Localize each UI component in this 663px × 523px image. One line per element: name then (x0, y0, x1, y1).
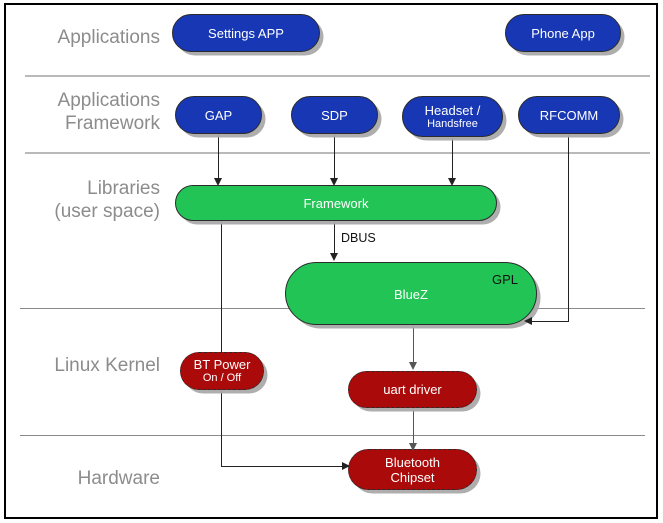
layer-label-applications: Applications (57, 27, 160, 48)
node-framework[interactable]: Framework (175, 185, 497, 221)
node-settings-app[interactable]: Settings APP (172, 14, 320, 52)
layer-label-applications-framework: Applications Framework (57, 90, 160, 134)
node-bluez[interactable]: GPL BlueZ (285, 262, 537, 325)
node-phone-app-label: Phone App (531, 25, 595, 41)
node-gap[interactable]: GAP (175, 96, 262, 134)
edge-framework-to-chipset-vertical (221, 220, 222, 466)
edge-bluez-to-uart-arrowhead (408, 362, 417, 370)
edge-bluez-to-uart (413, 325, 414, 365)
node-bt-power-label-line2: On / Off (202, 372, 242, 384)
edge-rfcomm-to-bluez-arrowhead (524, 316, 532, 325)
edge-sdp-to-framework (334, 132, 335, 182)
edge-rfcomm-to-bluez-horizontal (530, 321, 569, 322)
edge-gap-to-framework-arrowhead (213, 178, 222, 186)
edge-framework-to-chipset-arrowhead (342, 461, 350, 470)
divider-linux-kernel (20, 435, 645, 436)
edge-headset-to-framework-arrowhead (447, 178, 456, 186)
node-headset-handsfree[interactable]: Headset / Handsfree (402, 96, 503, 137)
edge-uart-to-chipset-arrowhead (408, 443, 417, 451)
layer-label-libraries: Libraries (user space) (54, 178, 160, 222)
node-settings-app-label: Settings APP (208, 25, 284, 41)
node-bluez-gpl-badge: GPL (491, 272, 518, 287)
edge-label-dbus: DBUS (341, 231, 376, 245)
node-rfcomm-label: RFCOMM (539, 107, 599, 123)
node-rfcomm[interactable]: RFCOMM (518, 96, 620, 134)
node-framework-label: Framework (303, 195, 369, 211)
edge-rfcomm-to-bluez-vertical (568, 135, 569, 321)
diagram-border (4, 3, 658, 519)
node-bluez-label: BlueZ (394, 287, 428, 302)
edge-framework-to-chipset-horizontal (221, 466, 344, 467)
edge-uart-to-chipset (413, 405, 414, 446)
node-gap-label: GAP (204, 107, 233, 123)
node-headset-handsfree-label-line1: Headset / (424, 102, 481, 118)
edge-gap-to-framework (218, 132, 219, 182)
node-bt-power[interactable]: BT Power On / Off (180, 352, 264, 390)
node-sdp[interactable]: SDP (291, 96, 378, 134)
node-bluetooth-chipset[interactable]: Bluetooth Chipset (348, 449, 477, 490)
edge-sdp-to-framework-arrowhead (329, 178, 338, 186)
node-headset-handsfree-label-line2: Handsfree (427, 117, 478, 130)
node-sdp-label: SDP (321, 107, 348, 123)
edge-framework-to-bluez-arrowhead (329, 253, 338, 261)
divider-applications-framework (25, 152, 650, 154)
node-bt-power-label-line1: BT Power (193, 357, 251, 372)
edge-framework-to-bluez (334, 220, 335, 256)
node-uart-driver[interactable]: uart driver (348, 371, 477, 408)
node-bluetooth-chipset-label-line2: Chipset (390, 469, 435, 485)
node-phone-app[interactable]: Phone App (505, 14, 621, 52)
layer-label-hardware: Hardware (77, 468, 160, 489)
layer-label-linux-kernel: Linux Kernel (54, 355, 160, 376)
divider-applications (25, 75, 650, 77)
node-bluetooth-chipset-label-line1: Bluetooth (385, 454, 440, 470)
node-uart-driver-label: uart driver (383, 382, 442, 397)
edge-headset-to-framework (452, 138, 453, 182)
